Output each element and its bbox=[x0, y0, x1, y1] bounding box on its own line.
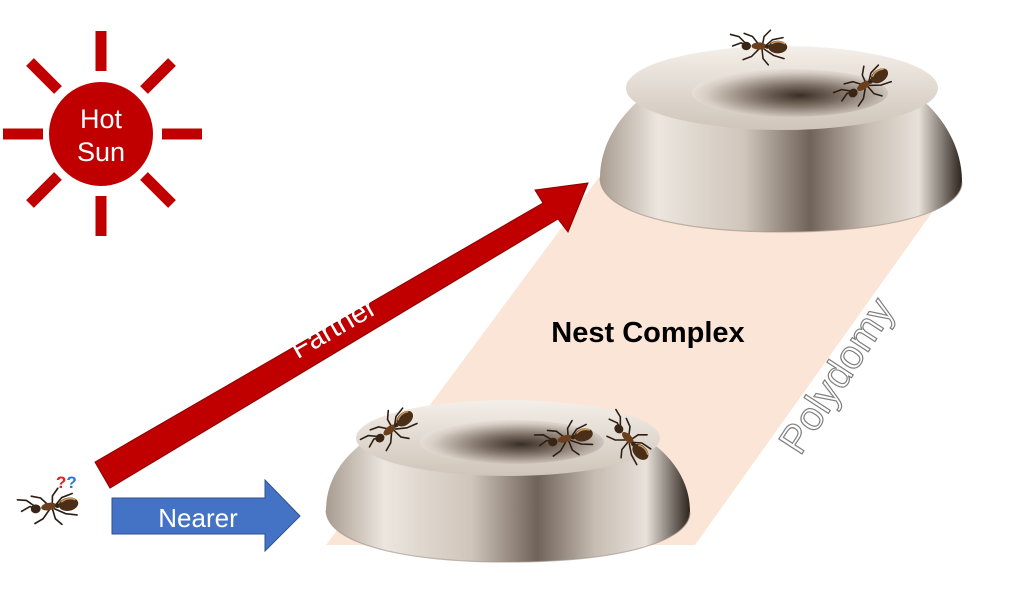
near-nest bbox=[325, 400, 691, 563]
question-marks: ?? bbox=[56, 473, 77, 492]
far-nest-entrance bbox=[692, 69, 888, 117]
far-nest bbox=[599, 46, 963, 233]
question-mark-red: ? bbox=[56, 473, 66, 492]
question-mark-blue: ? bbox=[66, 473, 76, 492]
sun-label-line2: Sun bbox=[77, 137, 125, 167]
nearer-arrow: Nearer bbox=[111, 478, 301, 553]
sun-label-line1: Hot bbox=[80, 104, 123, 134]
sun-icon: Hot Sun bbox=[3, 31, 202, 236]
nest-complex-label: Nest Complex bbox=[551, 317, 744, 349]
nearer-label: Nearer bbox=[158, 503, 238, 533]
confused-ant-icon bbox=[15, 484, 83, 533]
